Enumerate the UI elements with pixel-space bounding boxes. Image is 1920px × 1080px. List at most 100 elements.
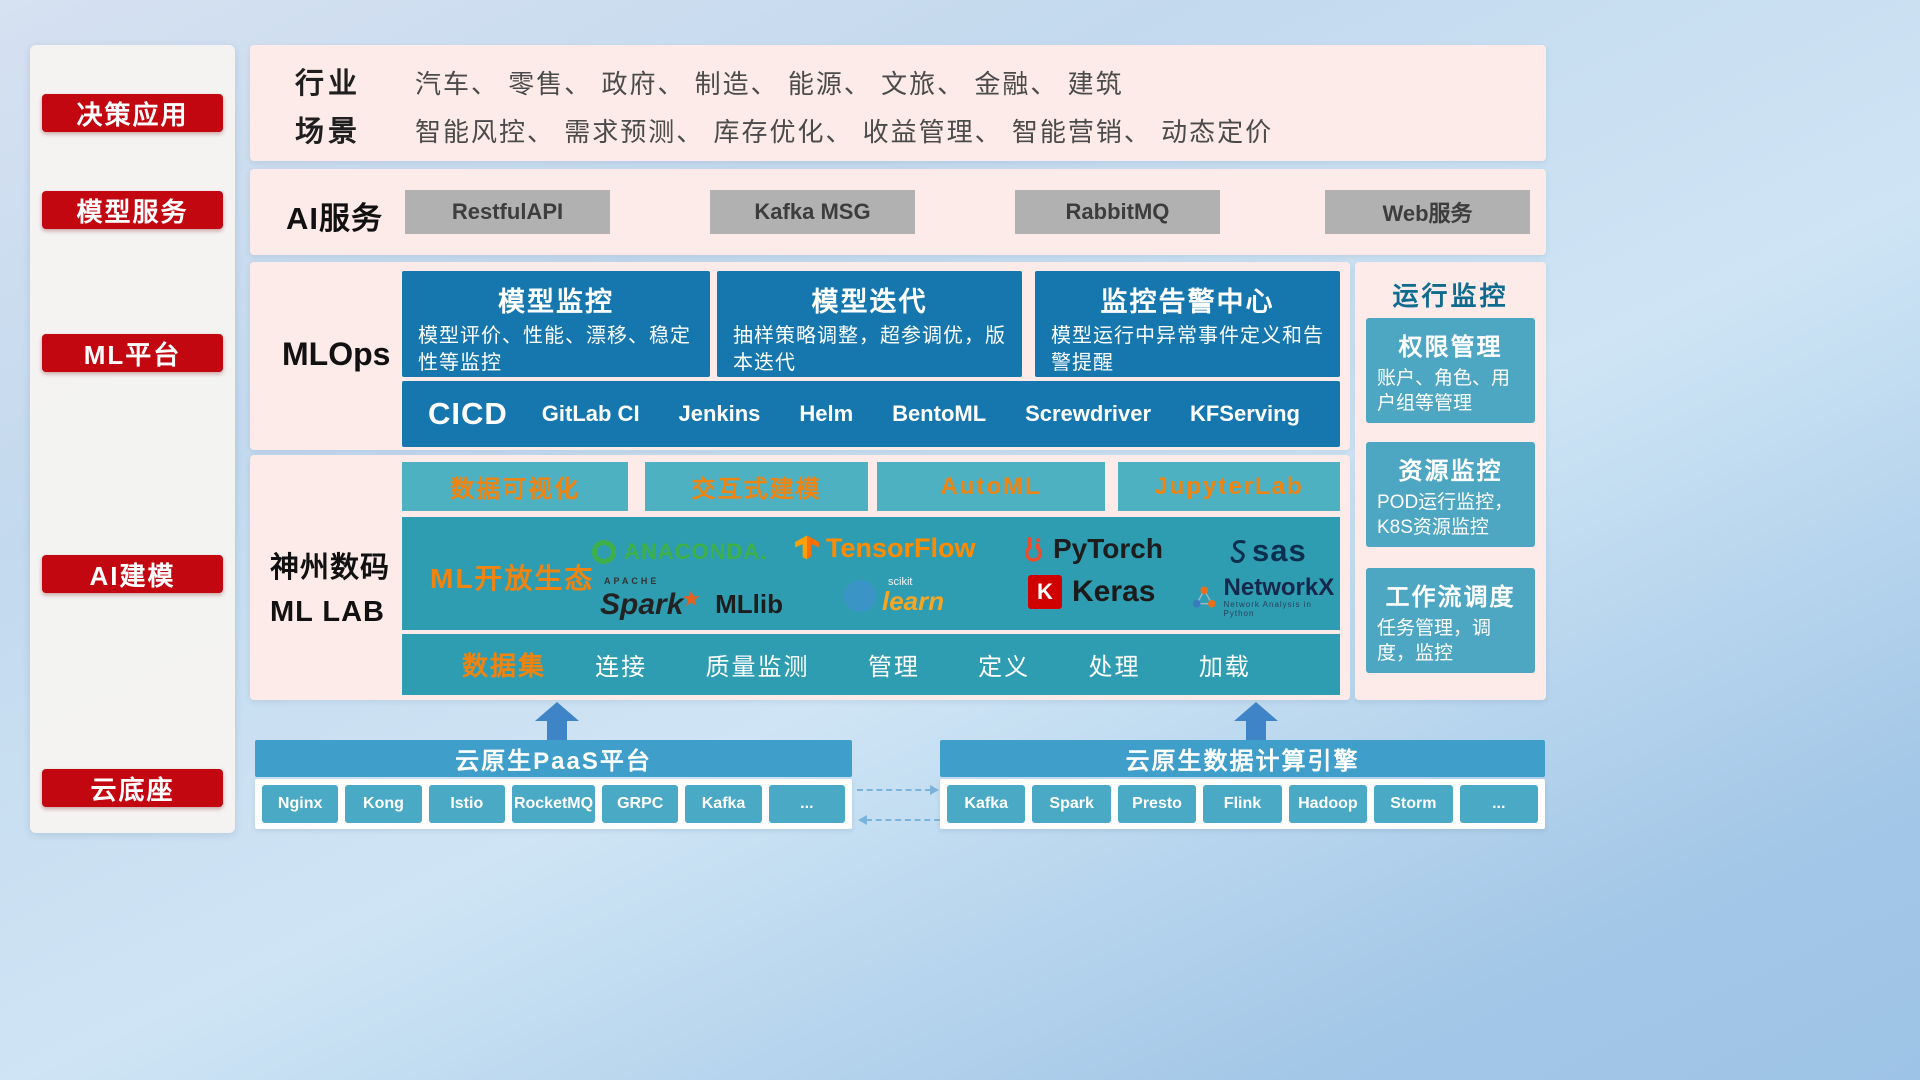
tensorflow-logo: TensorFlow <box>794 533 976 564</box>
spark-mllib-logo: APACHE Spark★ MLlib <box>600 577 783 620</box>
tensorflow-wordmark: TensorFlow <box>826 533 976 563</box>
dataset-item-define: 定义 <box>978 654 1031 681</box>
paas-item-kafka: Kafka <box>685 785 762 823</box>
anaconda-icon <box>592 540 616 564</box>
dataset-item-manage: 管理 <box>867 654 920 681</box>
resource-monitoring-desc: POD运行监控，K8S资源监控 <box>1377 492 1514 538</box>
ml-lab-label: 神州数码 ML LAB <box>270 547 390 634</box>
pytorch-logo: PyTorch <box>1020 533 1163 565</box>
sas-logo: sas <box>1228 533 1307 569</box>
engine-item-flink: Flink <box>1203 785 1282 823</box>
engine-item-hadoop: Hadoop <box>1288 785 1368 823</box>
sas-icon <box>1230 540 1246 563</box>
sas-wordmark: sas <box>1252 533 1307 568</box>
model-iteration-card: 模型迭代 抽样策略调整，超参调优，版本迭代 <box>717 271 1022 377</box>
layer-sidebar: 决策应用 模型服务 ML平台 AI建模 云底座 <box>30 45 235 833</box>
ai-service-panel: AI服务 RestfulAPI Kafka MSG RabbitMQ Web服务 <box>250 169 1546 255</box>
dataset-item-load: 加载 <box>1198 654 1251 681</box>
ml-open-ecosystem-label: ML开放生态 <box>430 563 595 594</box>
model-iteration-desc: 抽样策略调整，超参调优，版本迭代 <box>733 325 1006 374</box>
keras-logo: K Keras <box>1028 575 1155 609</box>
engine-item-spark: Spark <box>1032 785 1111 823</box>
paas-item-grpc: GRPC <box>602 785 679 823</box>
workflow-scheduling-desc: 任务管理，调度，监控 <box>1377 618 1492 664</box>
scenario-label: 场景 <box>295 116 362 148</box>
cicd-label: CICD <box>428 396 508 431</box>
ml-open-ecosystem-box: ML开放生态 ANACONDA. TensorFlow PyTorch <box>402 517 1340 630</box>
ml-lab-label-line1: 神州数码 <box>270 552 391 584</box>
up-arrow-left-icon <box>535 702 579 721</box>
scikit-learn-logo: scikit learn <box>844 577 944 614</box>
data-engine-bar: 云原生数据计算引擎 <box>940 740 1545 777</box>
sidebar-item-ml-platform: ML平台 <box>42 334 223 372</box>
mlops-label: MLOps <box>282 336 391 372</box>
cicd-item-kfserving: KFServing <box>1189 401 1300 426</box>
up-arrow-right-stem <box>1246 719 1266 741</box>
sidebar-item-decision-apps: 决策应用 <box>42 94 223 132</box>
cicd-item-jenkins: Jenkins <box>678 401 761 426</box>
alert-center-title: 监控告警中心 <box>1100 287 1275 317</box>
keras-icon: K <box>1028 575 1062 609</box>
tensorflow-icon <box>795 535 819 560</box>
dataset-item-connect: 连接 <box>595 654 648 681</box>
paas-item-more: ... <box>768 785 845 823</box>
cicd-items: GitLab CI Jenkins Helm BentoML Screwdriv… <box>542 401 1314 427</box>
resource-monitoring-card: 资源监控 POD运行监控，K8S资源监控 <box>1366 442 1535 547</box>
up-arrow-left-stem <box>547 719 567 741</box>
paas-item-kong: Kong <box>345 785 422 823</box>
anaconda-logo: ANACONDA. <box>592 539 767 565</box>
spark-wordmark: Spark <box>600 588 684 621</box>
alert-center-card: 监控告警中心 模型运行中异常事件定义和告警提醒 <box>1035 271 1340 377</box>
cicd-item-screwdriver: Screwdriver <box>1025 401 1152 426</box>
scikit-learn-icon <box>844 579 876 612</box>
ml-lab-label-line2: ML LAB <box>270 595 386 628</box>
web-service-button: Web服务 <box>1325 190 1530 234</box>
dataset-bar: 数据集 连接 质量监测 管理 定义 处理 加载 <box>402 634 1340 695</box>
industry-label: 行业 <box>295 68 362 100</box>
dashed-connector-right <box>857 789 931 791</box>
kafka-msg-button: Kafka MSG <box>710 190 915 234</box>
restful-api-button: RestfulAPI <box>405 190 610 234</box>
dataset-label: 数据集 <box>462 651 547 681</box>
model-monitoring-title: 模型监控 <box>498 287 614 317</box>
permission-mgmt-card: 权限管理 账户、角色、用户组等管理 <box>1366 318 1535 423</box>
cicd-item-bentoml: BentoML <box>892 401 987 426</box>
mllib-wordmark: MLlib <box>715 589 783 619</box>
runtime-monitoring-title: 运行监控 <box>1392 281 1509 311</box>
sidebar-item-model-service: 模型服务 <box>42 191 223 229</box>
workflow-scheduling-title: 工作流调度 <box>1385 584 1516 611</box>
jupyterlab-button: JupyterLab <box>1118 462 1340 511</box>
up-arrow-right-icon <box>1234 702 1278 721</box>
paas-components-strip: Nginx Kong Istio RocketMQ GRPC Kafka ... <box>255 779 852 829</box>
engine-item-presto: Presto <box>1117 785 1197 823</box>
anaconda-wordmark: ANACONDA. <box>624 539 768 564</box>
ai-service-label: AI服务 <box>286 201 383 236</box>
cicd-bar: CICD GitLab CI Jenkins Helm BentoML Scre… <box>402 381 1340 447</box>
networkx-subtitle: Network Analysis in Python <box>1223 600 1312 619</box>
paas-item-rocketmq: RocketMQ <box>511 785 596 823</box>
learn-wordmark: learn <box>882 586 945 616</box>
keras-wordmark: Keras <box>1072 575 1156 608</box>
paas-item-istio: Istio <box>428 785 505 823</box>
model-monitoring-desc: 模型评价、性能、漂移、稳定性等监控 <box>418 325 691 374</box>
dataset-items: 连接 质量监测 管理 定义 处理 加载 <box>566 647 1280 682</box>
spark-wordmark-group: APACHE Spark★ <box>600 577 701 620</box>
dashed-arrow-left-icon <box>858 815 867 825</box>
paas-platform-bar: 云原生PaaS平台 <box>255 740 852 777</box>
industry-scenario-panel: 行业 汽车、 零售、 政府、 制造、 能源、 文旅、 金融、 建筑 场景 智能风… <box>250 45 1546 161</box>
model-iteration-title: 模型迭代 <box>811 287 928 317</box>
engine-item-kafka: Kafka <box>947 785 1026 823</box>
dashed-arrow-right-icon <box>930 785 939 795</box>
data-visualization-button: 数据可视化 <box>402 462 628 511</box>
alert-center-desc: 模型运行中异常事件定义和告警提醒 <box>1051 325 1324 374</box>
spark-star-icon: ★ <box>681 586 702 611</box>
cicd-item-helm: Helm <box>799 401 854 426</box>
dashed-connector-left <box>866 819 940 821</box>
networkx-logo: NetworkX Network Analysis in Python <box>1190 574 1340 619</box>
pytorch-wordmark: PyTorch <box>1053 533 1163 564</box>
automl-button: AutoML <box>877 462 1105 511</box>
dataset-item-quality: 质量监测 <box>705 654 810 681</box>
industry-list: 汽车、 零售、 政府、 制造、 能源、 文旅、 金融、 建筑 <box>415 69 1124 99</box>
paas-item-nginx: Nginx <box>262 785 339 823</box>
dataset-item-process: 处理 <box>1088 654 1141 681</box>
